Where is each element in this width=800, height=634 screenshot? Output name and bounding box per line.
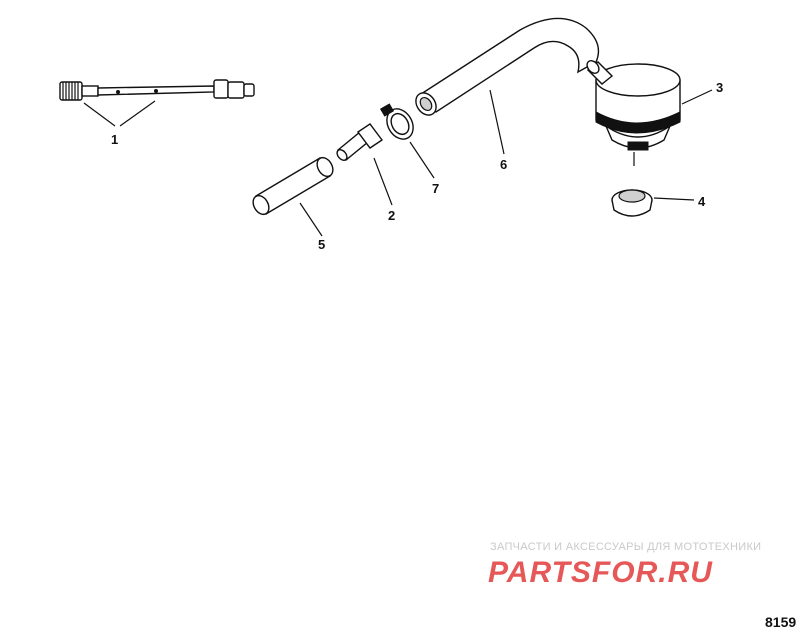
callout-1: 1 <box>111 132 118 147</box>
part-3-canister <box>586 60 713 166</box>
part-5-hose <box>252 156 334 237</box>
callout-6: 6 <box>500 157 507 172</box>
callout-5: 5 <box>318 237 325 252</box>
part-1-fitting-rod <box>59 79 255 127</box>
watermark-caption: ЗАПЧАСТИ И АКСЕССУАРЫ ДЛЯ МОТОТЕХНИКИ <box>490 541 762 553</box>
part-2-barbed-fitting <box>336 123 393 206</box>
part-6-bent-hose <box>415 17 600 155</box>
watermark-logo: PARTSFOR.RU <box>488 556 713 586</box>
callout-7: 7 <box>432 181 439 196</box>
callout-3: 3 <box>716 80 723 95</box>
part-7-hose-clamp <box>379 103 435 179</box>
watermark-logo-text: PARTSFOR.RU <box>488 556 713 586</box>
callout-4: 4 <box>698 194 706 209</box>
diagram-number: 8159 <box>765 614 797 630</box>
callout-2: 2 <box>388 208 395 223</box>
part-4-grommet <box>611 189 695 217</box>
